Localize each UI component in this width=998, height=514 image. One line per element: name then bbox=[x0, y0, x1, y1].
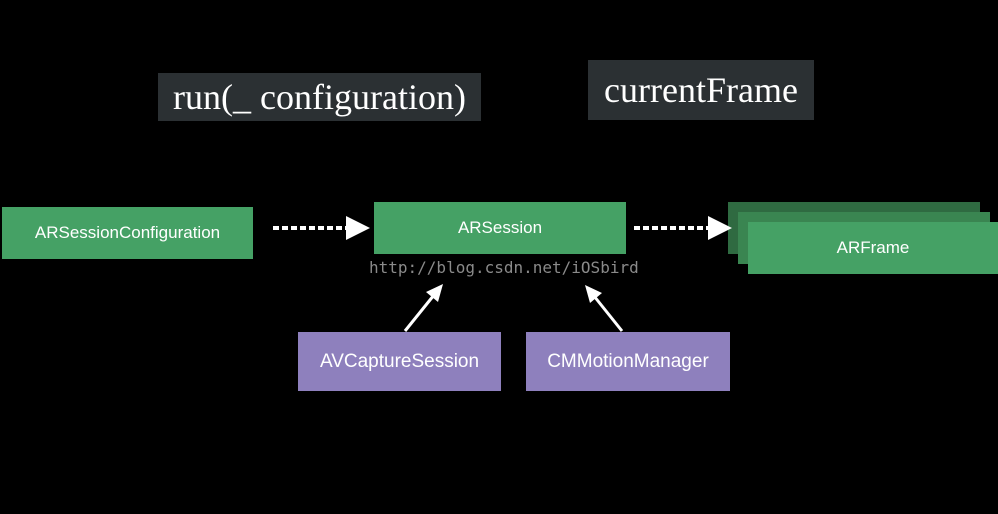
cmmotion-manager-node: CMMotionManager bbox=[526, 332, 730, 391]
dashed-arrow-session-to-frame-icon bbox=[634, 216, 732, 240]
arrow-avcapture-to-session-icon bbox=[403, 284, 443, 332]
dashed-arrow-config-to-session-icon bbox=[273, 216, 370, 240]
arframe-node: ARFrame bbox=[748, 222, 998, 274]
arrow-cmmotion-to-session-icon bbox=[585, 285, 624, 332]
avcapture-session-node: AVCaptureSession bbox=[298, 332, 501, 391]
watermark-url: http://blog.csdn.net/iOSbird bbox=[369, 258, 639, 277]
arsession-configuration-node: ARSessionConfiguration bbox=[2, 207, 253, 259]
arsession-node: ARSession bbox=[374, 202, 626, 254]
current-frame-label: currentFrame bbox=[588, 60, 814, 120]
run-configuration-label: run(_ configuration) bbox=[158, 73, 481, 121]
